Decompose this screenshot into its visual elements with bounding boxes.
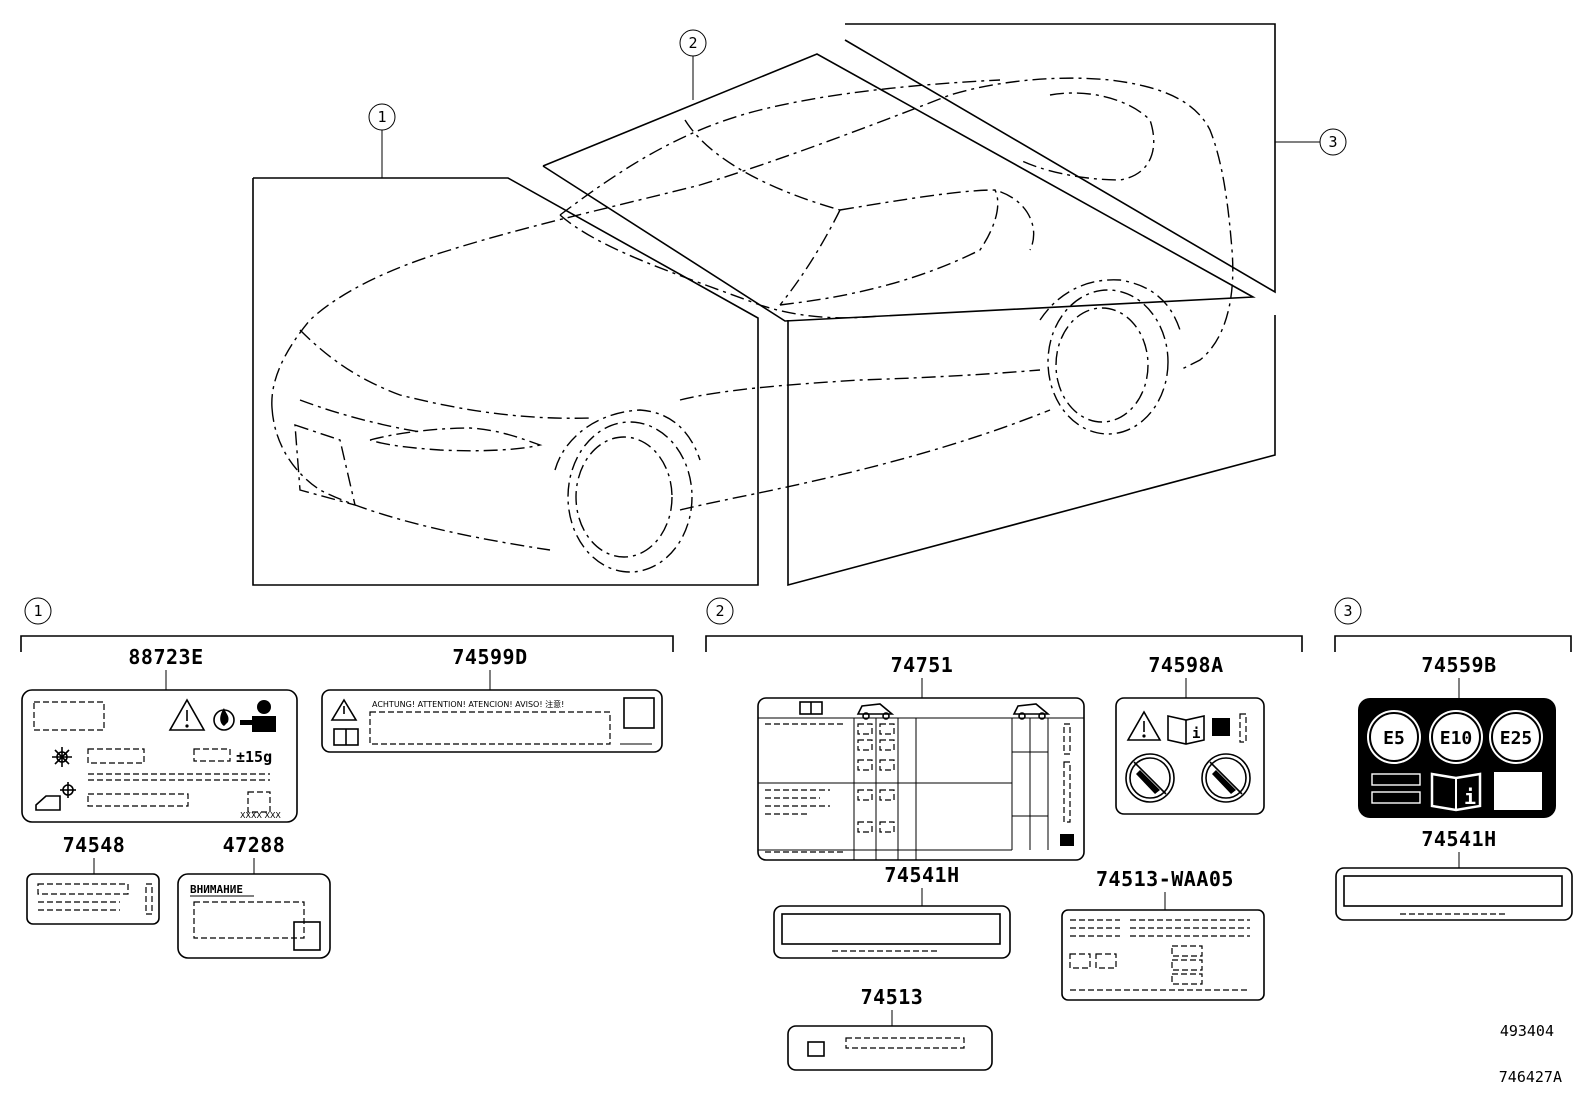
part-number-74513-WAA05: 74513-WAA05	[1096, 867, 1234, 891]
label-74559B: 74559B E5 E10 E25 i	[1358, 653, 1556, 818]
refrigerant-amount: ±15g	[236, 748, 272, 766]
fuel-e5-badge: E5	[1367, 710, 1421, 764]
warning-languages: ACHTUNG! ATTENTION! ATENCION! AVISO! 注意!	[372, 699, 564, 709]
part-number-74548: 74548	[63, 833, 126, 857]
svg-text:i: i	[1192, 726, 1200, 742]
no-child-seat-icon-left	[1125, 753, 1175, 803]
top-callout-2: 2	[679, 29, 707, 100]
label-74599D: 74599D ACHTUNG! ATTENTION! ATENCION! AVI…	[321, 645, 663, 753]
fuel-e10-label: E10	[1440, 728, 1473, 749]
reference-number-2: 746427A	[1499, 1068, 1562, 1086]
part-number-74751: 74751	[891, 653, 954, 677]
fuel-e25-badge: E25	[1489, 710, 1543, 764]
top-callout-3-label: 3	[1328, 133, 1337, 151]
warning-triangle-74598A-icon	[1126, 710, 1162, 741]
no-child-seat-icon-right	[1201, 753, 1251, 803]
group-3-bracket: 3	[1334, 597, 1572, 652]
label-74541H-mid: 74541H	[773, 863, 1011, 959]
label-74513: 74513	[787, 985, 993, 1071]
manual-info-icon: i	[1167, 715, 1205, 745]
book-info-icon	[799, 701, 823, 715]
manual-book-icon	[333, 728, 359, 746]
group-1-label: 1	[33, 602, 42, 620]
group-2-label: 2	[715, 602, 724, 620]
oil-can-snowflake-icon	[35, 782, 76, 811]
fuel-e5-label: E5	[1383, 728, 1405, 749]
snowflake-icon	[52, 747, 72, 767]
top-callout-1-label: 1	[377, 108, 386, 126]
part-number-74541H-mid: 74541H	[884, 863, 959, 887]
top-callout-2-label: 2	[688, 34, 697, 52]
part-number-74599D: 74599D	[452, 645, 527, 669]
label-74548: 74548	[26, 833, 160, 925]
part-number-47288: 47288	[223, 833, 286, 857]
warning-triangle-small-icon	[330, 698, 358, 721]
car-icon-right	[1012, 703, 1051, 720]
reference-number-1: 493404	[1500, 1022, 1554, 1040]
label-88723E: 88723E ±15g	[21, 645, 298, 823]
warning-triangle-icon	[168, 698, 206, 731]
svg-text:i: i	[1464, 785, 1476, 809]
part-number-74598A: 74598A	[1148, 653, 1223, 677]
manual-info-white-icon: i	[1430, 772, 1482, 812]
part-number-88723E: 88723E	[128, 645, 203, 669]
label-74513-WAA05: 74513-WAA05	[1061, 867, 1265, 1001]
car-illustration	[252, 23, 1276, 587]
fuel-e25-label: E25	[1500, 728, 1533, 749]
top-callout-3: 3	[1275, 128, 1347, 156]
part-number-74559B: 74559B	[1421, 653, 1496, 677]
part-number-74541H-right: 74541H	[1421, 827, 1496, 851]
label-74541H-right: 74541H	[1335, 827, 1573, 921]
label-74751: 74751	[757, 653, 1085, 861]
fuel-e10-badge: E10	[1429, 710, 1483, 764]
code-small-88723E: XXXX XXX	[240, 811, 281, 820]
label-47288: 47288 ВНИМАНИЕ	[177, 833, 331, 959]
technician-icon	[240, 700, 276, 732]
label-74598A: 74598A i	[1115, 653, 1265, 815]
car-icon-left	[856, 703, 895, 720]
part-number-74513: 74513	[861, 985, 924, 1009]
group-2-bracket: 2	[705, 597, 1303, 652]
top-callout-1: 1	[368, 103, 396, 178]
group-1-bracket: 1	[20, 597, 674, 652]
flame-icon	[213, 708, 235, 731]
russian-warning: ВНИМАНИЕ	[190, 883, 243, 896]
group-3-label: 3	[1343, 602, 1352, 620]
